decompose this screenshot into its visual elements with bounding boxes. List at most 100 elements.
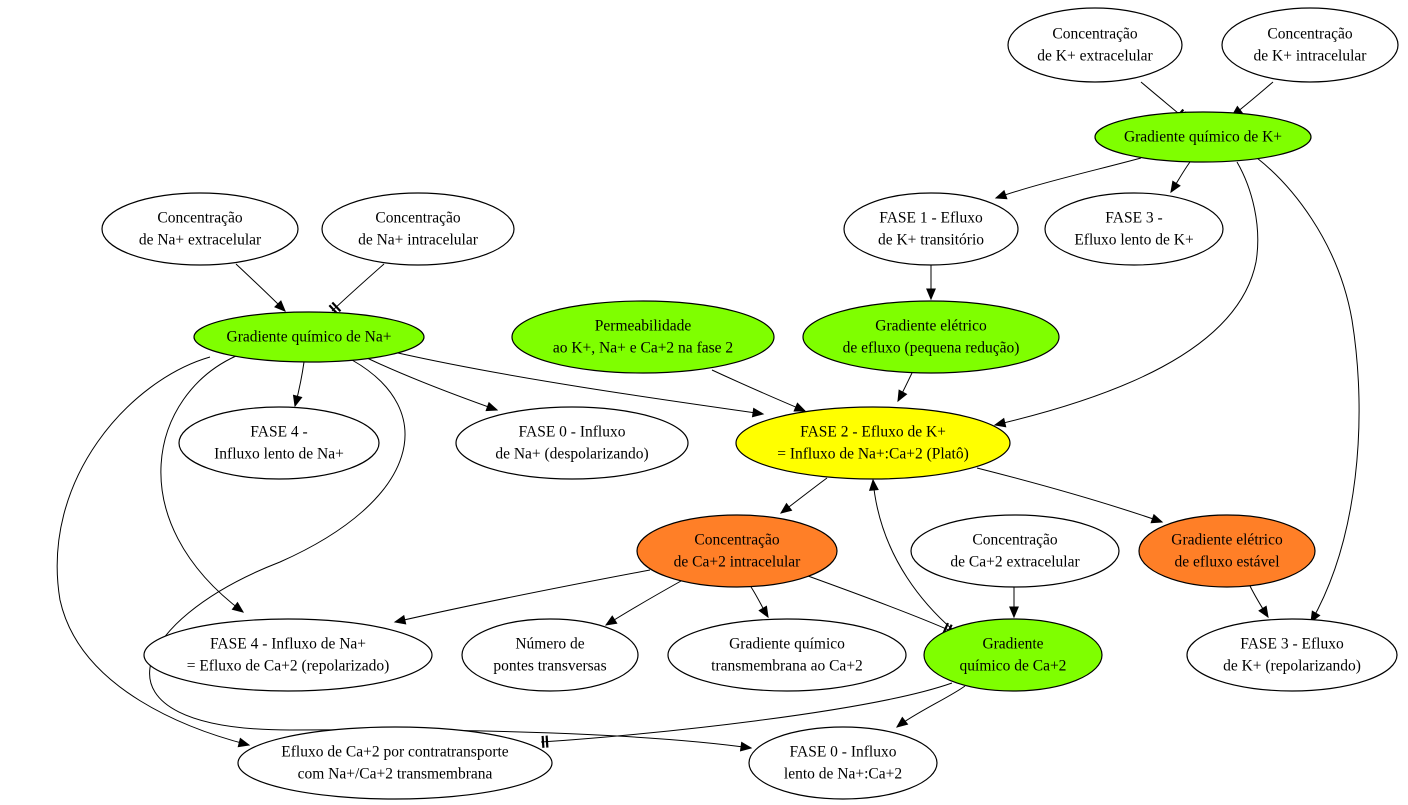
node-ellipse <box>193 311 425 363</box>
arrowhead-icon <box>1009 606 1019 619</box>
node-label: de efluxo (pequena redução) <box>843 340 1020 357</box>
node-label: Gradiente elétrico <box>875 318 987 335</box>
node-pontes: Número de pontes transversas <box>461 618 639 692</box>
arrowhead-icon <box>393 614 407 625</box>
node-label: de Na+ (despolarizando) <box>495 446 648 463</box>
node-ellipse <box>1094 111 1312 163</box>
edge-ca_grad-to-fase2 <box>868 478 954 631</box>
node-label: Concentração <box>157 210 242 227</box>
node-label: Concentração <box>972 532 1057 549</box>
arrowhead-icon <box>292 394 303 408</box>
node-fase4_ca: FASE 4 - Influxo de Na+ = Efluxo de Ca+2 … <box>143 618 433 692</box>
edge-ca_intra-to-ca_grad_tm <box>750 586 769 619</box>
node-permeab: Permeabilidade ao K+, Na+ e Ca+2 na fase … <box>511 300 775 374</box>
node-ellipse <box>237 726 553 800</box>
node-label: FASE 4 - Influxo de Na+ <box>210 636 366 653</box>
arrowhead-icon <box>994 189 1008 200</box>
edge-permeab-to-fase2 <box>711 369 807 412</box>
node-ellipse <box>735 406 1011 480</box>
arrowhead-icon <box>926 288 936 301</box>
node-label: Gradiente químico <box>729 636 845 653</box>
node-label: Número de <box>515 636 584 653</box>
node-fase0_na: FASE 0 - Influxo de Na+ (despolarizando) <box>455 406 689 480</box>
node-grad_el_red: Gradiente elétrico de efluxo (pequena red… <box>802 300 1060 374</box>
edge-line <box>994 161 1259 426</box>
edge-line <box>56 356 250 746</box>
node-na_grad: Gradiente químico de Na+ <box>193 311 425 363</box>
edge-ca_grad-to-efluxo_ca <box>540 682 953 748</box>
edges-layer <box>56 81 1360 752</box>
node-label: Gradiente <box>982 636 1043 653</box>
arrowhead-icon <box>758 605 769 619</box>
node-label: químico de Ca+2 <box>960 658 1067 675</box>
arrowhead-icon <box>779 502 793 514</box>
edge-line <box>149 359 752 749</box>
arrowhead-icon <box>1258 605 1269 619</box>
node-label: ao K+, Na+ e Ca+2 na fase 2 <box>553 340 733 357</box>
node-fase4_lento: FASE 4 -Influxo lento de Na+ <box>178 406 380 480</box>
node-ellipse <box>1044 192 1224 266</box>
edge-ca_grad-to-fase0_lento <box>895 685 966 728</box>
node-ellipse <box>843 192 1019 266</box>
node-label: Permeabilidade <box>595 318 692 335</box>
inhibit-bar-icon <box>545 735 549 748</box>
node-ellipse <box>748 726 938 800</box>
node-label: FASE 3 - Efluxo <box>1240 636 1344 653</box>
node-label: com Na+/Ca+2 transmembrana <box>298 766 493 783</box>
edge-line <box>397 352 764 415</box>
edge-grad_el_est-to-fase3_repol <box>1249 585 1269 619</box>
node-ellipse <box>143 618 433 692</box>
node-label: de efluxo estável <box>1174 554 1279 571</box>
edge-line <box>807 575 952 632</box>
node-ellipse <box>1186 618 1398 692</box>
node-fase3_lento: FASE 3 -Efluxo lento de K+ <box>1044 192 1224 266</box>
node-label: Influxo lento de Na+ <box>214 446 344 463</box>
node-label: FASE 0 - Influxo <box>790 744 897 761</box>
edge-line <box>394 569 651 623</box>
node-ellipse <box>923 618 1103 692</box>
edge-na_grad-to-fase0_lento <box>149 359 753 752</box>
edge-ca_intra-to-fase4_ca <box>393 569 651 625</box>
edge-na_grad-to-fase4_ca <box>160 355 245 613</box>
node-label: de K+ transitório <box>878 232 984 249</box>
node-label: pontes transversas <box>493 658 606 675</box>
node-label: Gradiente químico de K+ <box>1124 129 1282 146</box>
inhibit-bar-icon <box>331 301 342 313</box>
arrowhead-icon <box>485 401 499 412</box>
node-ellipse <box>1138 514 1316 588</box>
node-ellipse <box>802 300 1060 374</box>
edge-na_grad-to-fase2 <box>397 352 765 418</box>
node-label: FASE 2 - Efluxo de K+ <box>800 424 946 441</box>
node-ellipse <box>910 514 1120 588</box>
edge-na_grad-to-fase4_lento <box>292 361 305 408</box>
node-label: Gradiente elétrico <box>1171 532 1283 549</box>
arrowhead-icon <box>237 737 251 748</box>
node-label: FASE 0 - Influxo <box>519 424 626 441</box>
edge-k_grad-to-fase1 <box>994 157 1142 200</box>
edge-line <box>160 355 244 613</box>
arrowhead-icon <box>895 716 909 728</box>
edge-line <box>976 467 1163 523</box>
edge-line <box>1256 157 1360 623</box>
edge-line <box>540 682 953 743</box>
arrowhead-icon <box>274 300 286 312</box>
node-label: Efluxo lento de K+ <box>1074 232 1193 249</box>
node-label: = Efluxo de Ca+2 (repolarizado) <box>187 658 390 675</box>
node-ellipse <box>1221 7 1399 83</box>
arrowhead-icon <box>231 601 245 613</box>
node-ca_intra: Concentração de Ca+2 intracelular <box>636 514 838 588</box>
node-label: de Ca+2 intracelular <box>674 554 801 571</box>
node-k_grad: Gradiente químico de K+ <box>1094 111 1312 163</box>
edge-k_grad-to-fase2 <box>993 161 1259 428</box>
node-label: Concentração <box>1052 26 1137 43</box>
node-fase2: FASE 2 - Efluxo de K+= Influxo de Na+:Ca… <box>735 406 1011 480</box>
node-label: Concentração <box>694 532 779 549</box>
